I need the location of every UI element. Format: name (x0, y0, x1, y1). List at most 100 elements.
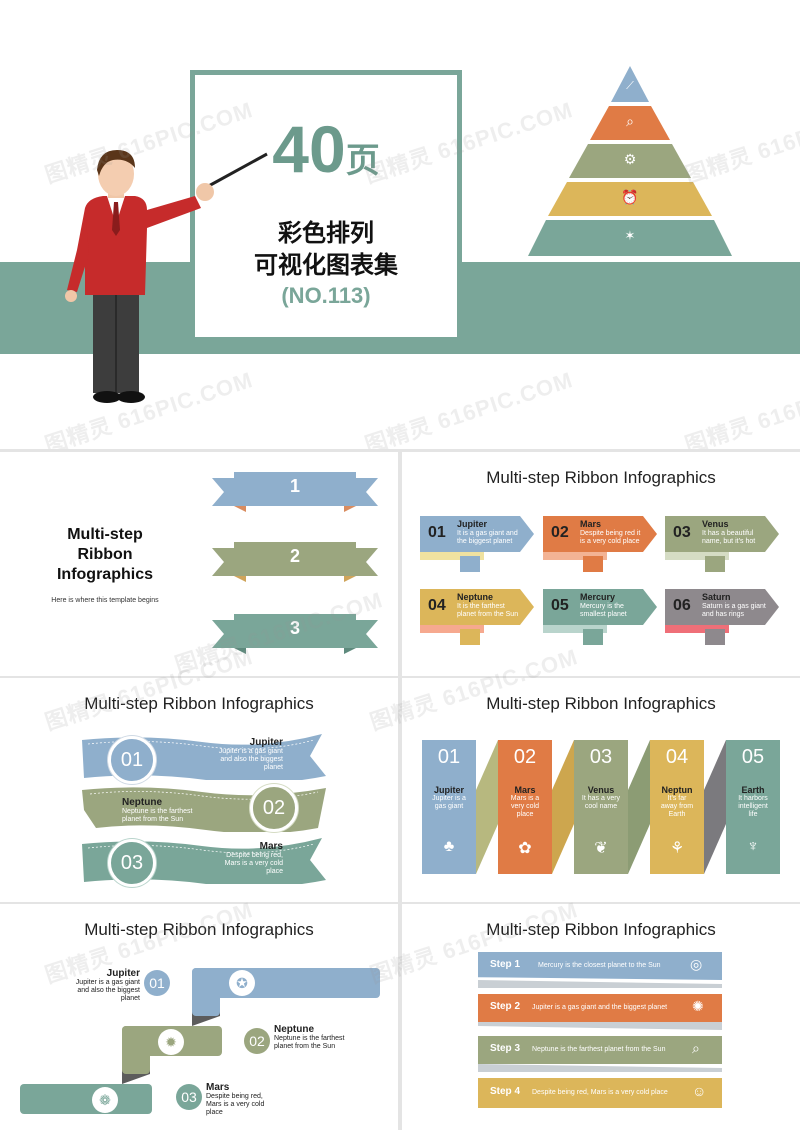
column-desc: away from (660, 803, 694, 810)
column-desc: Jupiter is a (432, 795, 466, 802)
arrow-card-04: 04 Neptune It is the farthest planet fro… (420, 589, 534, 645)
lightbulb-icon: ✶ (624, 228, 636, 243)
step-text: Jupiter is a gas giant and the biggest p… (532, 1004, 668, 1011)
intro-title-line1: Multi-step (67, 526, 143, 543)
cactus-icon: ♆ (747, 838, 759, 855)
column-desc: cool name (584, 803, 618, 810)
card-desc: name, but it’s hot (702, 538, 756, 545)
leaf-icon: ❦ (594, 840, 608, 857)
card-desc: Despite being red it (580, 530, 641, 537)
cover-big-number: 40 (272, 112, 346, 186)
column-name: Venus (587, 785, 615, 795)
column-number: 03 (589, 746, 613, 768)
intro-title: Multi-step Ribbon Infographics (30, 525, 180, 585)
pyramid-level-4 (548, 182, 712, 216)
item-desc: Mars is a very cold (224, 860, 283, 867)
slide-multistep-intro[interactable]: Multi-step Ribbon Infographics Here is w… (0, 452, 398, 676)
alarm-clock-icon: ⏰ (621, 189, 639, 205)
step-shadow (478, 980, 722, 988)
step-shadow (478, 1064, 722, 1072)
item-name: Mars (206, 1082, 230, 1093)
column-name: Jupiter (433, 785, 464, 795)
slide-folded-columns[interactable]: Multi-step Ribbon Infographics 01 Jupite… (402, 678, 800, 902)
stair-item-3-text: Mars Despite being red, Mars is a very c… (206, 1082, 296, 1117)
pyramid-level-3 (569, 144, 691, 178)
item-name: Jupiter (106, 968, 140, 979)
column-desc: It’s far (667, 795, 687, 802)
step-bar-2: Step 2 Jupiter is a gas giant and the bi… (478, 994, 722, 1022)
arrow-card-06: 06 Saturn Saturn is a gas giant and has … (665, 589, 779, 645)
column-desc: It has a very (581, 795, 621, 802)
column-name: Neptun (661, 785, 693, 795)
card-name: Neptune (457, 592, 493, 602)
pyramid-level-5 (528, 220, 732, 256)
intro-title-line2: Ribbon (77, 546, 133, 563)
slide-title: Multi-step Ribbon Infographics (84, 694, 314, 713)
step-label: Step 2 (490, 1001, 521, 1012)
step-label: Step 1 (490, 959, 521, 970)
card-number: 03 (673, 524, 691, 541)
wave-item-2-text: Neptune Neptune is the farthest planet f… (122, 797, 232, 824)
slide-title: Multi-step Ribbon Infographics (486, 694, 716, 713)
card-desc: Saturn is a gas giant (702, 603, 766, 610)
card-name: Mars (580, 519, 602, 529)
magnifier-icon: ⌕ (626, 113, 634, 129)
slide-step-bars[interactable]: Multi-step Ribbon Infographics Step 1 Me… (402, 904, 800, 1130)
item-desc: planet (263, 764, 283, 771)
card-number: 06 (673, 597, 691, 614)
sprout-icon: ⚘ (669, 840, 685, 857)
cover-big-unit: 页 (345, 142, 380, 180)
item-name: Mars (259, 841, 283, 852)
stair-item-2-text: Neptune Neptune is the farthest planet f… (274, 1024, 384, 1051)
item-desc: place (206, 1109, 223, 1116)
item-desc: Despite being red, (226, 852, 283, 859)
lightbulb-icon: ✺ (692, 998, 704, 1014)
step-text: Mercury is the closest planet to the Sun (538, 962, 661, 969)
slide-title: Multi-step Ribbon Infographics (84, 920, 314, 939)
item-desc: planet (120, 995, 140, 1002)
item-name: Neptune (122, 797, 162, 808)
lion-icon: ✹ (158, 1029, 184, 1055)
smiley-icon: ☺ (692, 1083, 707, 1099)
card-desc: It is a gas giant and (457, 530, 518, 537)
column-number: 05 (741, 746, 765, 768)
ribbon-3-label: 3 (289, 618, 300, 638)
card-desc: is a very cold place (580, 538, 640, 545)
wave-item-1-text: Jupiter Jupiter is a gas giant and also … (190, 737, 283, 772)
card-name: Mercury (580, 592, 616, 602)
tree-icon: ♣ (443, 838, 455, 855)
intro-title-line3: Infographics (56, 566, 153, 583)
item-desc: and also the biggest (220, 756, 283, 763)
number-circle-03: 03 (108, 839, 156, 887)
cover-code: (NO.113) (281, 283, 371, 308)
item-desc: place (266, 868, 283, 875)
card-desc: Mercury is the (580, 603, 624, 610)
target-icon: ◎ (690, 956, 703, 972)
card-name: Jupiter (457, 519, 488, 529)
cover-slide[interactable]: 40页 彩色排列 可视化图表集 (NO.113) ⟋ ⌕ ⚙ ⏰ ✶ 图精灵 6… (0, 0, 800, 449)
column-desc: very cold (510, 803, 539, 810)
cover-line1: 彩色排列 (278, 220, 374, 247)
stair-number-01: 01 (144, 970, 170, 996)
card-number: 05 (551, 597, 569, 614)
card-number: 02 (551, 524, 569, 541)
card-desc: smallest planet (580, 611, 627, 618)
item-desc: Jupiter is a gas giant (218, 748, 283, 755)
column-number: 04 (665, 746, 689, 768)
column-desc: It harbors (738, 795, 768, 802)
card-desc: the biggest planet (457, 538, 513, 545)
slide-arrow-cards[interactable]: Multi-step Ribbon Infographics 01 Jupite… (402, 452, 800, 676)
step-bar-4: Step 4 Despite being red, Mars is a very… (478, 1078, 722, 1108)
slide-wave-ribbons[interactable]: Multi-step Ribbon Infographics 01 02 03 … (0, 678, 398, 902)
magnifier-icon: ⌕ (692, 1040, 700, 1056)
step-label: Step 3 (490, 1043, 521, 1054)
step-label: Step 4 (490, 1086, 521, 1097)
column-number: 02 (513, 746, 537, 768)
column-desc: gas giant (434, 803, 464, 810)
column-folds (476, 740, 726, 874)
stair-item-1-text: Jupiter Jupiter is a gas giant and also … (60, 968, 140, 1003)
item-desc: Despite being red, (206, 1093, 263, 1100)
item-desc: Neptune is the farthest (122, 808, 193, 815)
slide-stair-ribbon[interactable]: Multi-step Ribbon Infographics ✪ ✹ ❁ 01 … (0, 904, 398, 1130)
watermark: 图精灵 616PIC.COM (361, 367, 576, 449)
